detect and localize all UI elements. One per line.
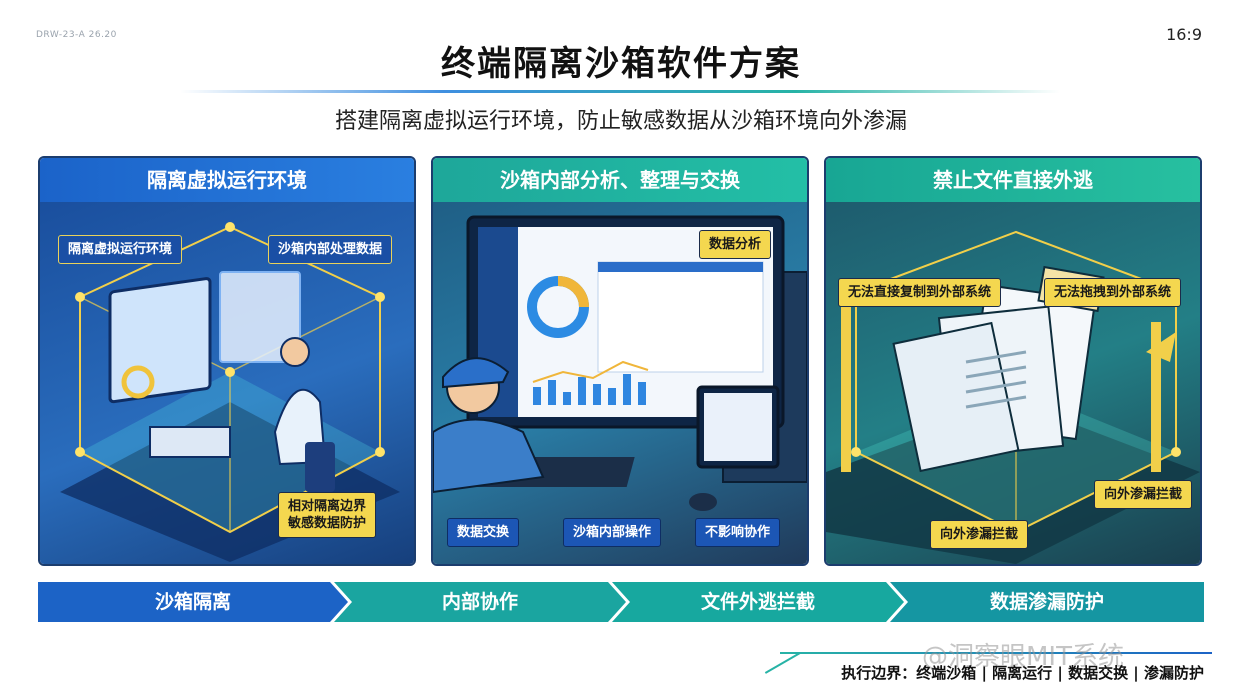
- boundary-note-line1: 相对隔离边界: [288, 499, 367, 514]
- process-flow: 沙箱隔离 内部协作 文件外逃拦截 数据渗漏防护: [38, 582, 1204, 622]
- execution-boundary: 执行边界：终端沙箱 | 隔离运行 | 数据交换 | 渗漏防护: [841, 664, 1204, 682]
- panel-internal-analysis: 沙箱内部分析、整理与交换 数据分析: [431, 156, 809, 566]
- tag-isolated-env: 隔离虚拟运行环境: [58, 235, 183, 264]
- flow-step-internal-collab: 内部协作: [334, 582, 626, 622]
- page-subtitle: 搭建隔离虚拟运行环境，防止敏感数据从沙箱环境向外渗漏: [334, 109, 907, 134]
- watermark: @洞察眼MIT系统: [922, 642, 1124, 672]
- panel-isolated-environment: 隔离虚拟运行环境 隔离虚拟运行环境 沙箱内部处理数据 相对隔离边界 敏感数据防护: [38, 156, 416, 566]
- flow-step-file-interception: 文件外逃拦截: [612, 582, 904, 622]
- tag-no-collab-impact: 不影响协作: [695, 518, 781, 547]
- doc-code: DRW-23-A 26.20: [36, 30, 117, 40]
- tag-leak-block-right: 向外渗漏拦截: [1094, 480, 1193, 509]
- footer-accent-line: [764, 652, 801, 674]
- tag-boundary-protection: 相对隔离边界 敏感数据防护: [278, 492, 377, 538]
- tag-data-exchange: 数据交换: [447, 518, 520, 547]
- panel-header: 隔离虚拟运行环境: [40, 158, 414, 202]
- panel-block-file-exfiltration: 禁止文件直接外逃 无法直接复制到外部系统 无法拖拽到外部系统: [824, 156, 1202, 566]
- tag-internal-processing: 沙箱内部处理数据: [268, 235, 393, 264]
- aspect-ratio-label: 16:9: [1166, 25, 1202, 44]
- title-underline: [180, 90, 1060, 93]
- panel-illustration: 数据分析 数据交换 沙箱内部操作 不影响协作: [433, 202, 807, 564]
- tag-sandbox-operation: 沙箱内部操作: [563, 518, 662, 547]
- panel-illustration: 无法直接复制到外部系统 无法拖拽到外部系统 向外渗漏拦截 向外渗漏拦截: [826, 202, 1200, 564]
- flow-step-leak-protection: 数据渗漏防护: [890, 582, 1204, 622]
- tag-no-copy-out: 无法直接复制到外部系统: [838, 278, 1002, 307]
- flow-step-sandbox-isolation: 沙箱隔离: [38, 582, 348, 622]
- boundary-note-line2: 敏感数据防护: [288, 516, 367, 531]
- tag-leak-block-bottom: 向外渗漏拦截: [930, 520, 1029, 549]
- file-block-illustration: [826, 230, 1200, 564]
- tag-no-drag-out: 无法拖拽到外部系统: [1044, 278, 1182, 307]
- panel-illustration: 隔离虚拟运行环境 沙箱内部处理数据 相对隔离边界 敏感数据防护: [40, 202, 414, 564]
- footer-line: [780, 652, 1212, 654]
- tag-data-analysis: 数据分析: [699, 230, 772, 259]
- panel-header: 沙箱内部分析、整理与交换: [433, 158, 807, 202]
- page-title: 终端隔离沙箱软件方案: [441, 44, 801, 84]
- panel-header: 禁止文件直接外逃: [826, 158, 1200, 202]
